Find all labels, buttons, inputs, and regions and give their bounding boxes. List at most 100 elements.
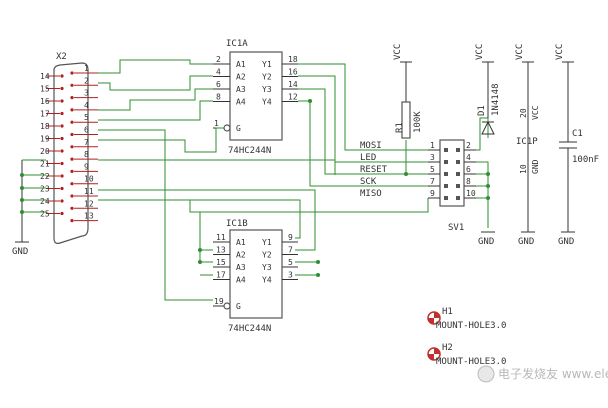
connector-pin-dot	[70, 219, 74, 223]
junction	[486, 184, 490, 188]
ic1b-output-pin-number: 5	[288, 258, 293, 267]
ic1a: IC1A 74HC244N 2A14A26A38A418Y116Y214Y312…	[213, 39, 298, 156]
ic1b-enable-bubble	[223, 302, 231, 310]
junction	[316, 273, 320, 277]
r1-ref: R1	[395, 122, 405, 133]
ic1a-part: 74HC244N	[228, 146, 271, 156]
connector-pin-dot	[70, 108, 74, 112]
d1-ref: D1	[477, 105, 487, 116]
ic1a-output-pin-number: 14	[288, 80, 298, 89]
ic1a-input-pin-number: 2	[216, 55, 221, 64]
d1-vcc-label: VCC	[475, 44, 485, 60]
junction	[20, 186, 24, 190]
wire-led	[298, 75, 428, 163]
junction	[198, 260, 202, 264]
c1-vcc-label: VCC	[555, 44, 565, 60]
connector-left-pin-number: 25	[40, 210, 50, 219]
connector-right-pin-number: 1	[84, 64, 89, 73]
sv1-pin-pad	[456, 184, 460, 188]
connector-left-pin-number: 17	[40, 110, 50, 119]
ic1b-output-pin-name: Y2	[262, 251, 272, 260]
mount-hole-fill	[428, 348, 440, 360]
mount-hole-h2: H2 MOUNT-HOLE3.0	[427, 343, 506, 367]
ic1a-output-pin-name: Y4	[262, 98, 272, 107]
connector-right-pin-number: 8	[84, 150, 89, 159]
ic1b-output-pin-name: Y4	[262, 276, 272, 285]
wire-x2-7	[98, 127, 224, 153]
connector-pin-dot	[70, 169, 74, 173]
ic1b-output-pin-number: 9	[288, 233, 293, 242]
connector-left-pin-number: 14	[40, 72, 50, 81]
d1-value: 1N4148	[491, 83, 501, 116]
connector-left-pin-number: 19	[40, 135, 50, 144]
sv1-pin-pad	[456, 148, 460, 152]
ic1b-ref: IC1B	[226, 219, 248, 229]
wire-miso	[189, 198, 429, 213]
ic1b-output-pin-name: Y1	[262, 238, 272, 247]
watermark: 电子发烧友 www.elecfans.com	[477, 365, 608, 383]
connector-pin-dot	[60, 199, 64, 203]
wires	[20, 59, 490, 301]
sv1-pin-pad	[456, 172, 460, 176]
sv1-left-pin-number: 3	[430, 153, 435, 162]
ic1a-enable-pin-name: G	[236, 124, 241, 133]
net-label-miso: MISO	[360, 189, 382, 199]
connector-pin-dot	[70, 96, 74, 100]
ic1b-input-pin-number: 13	[216, 246, 226, 255]
junction	[20, 173, 24, 177]
ic1a-output-pin-number: 12	[288, 93, 298, 102]
connector-pin-dot	[60, 99, 64, 103]
resistor-r1: VCC R1 100K	[393, 44, 423, 139]
ic1b-input-pin-name: A4	[236, 276, 246, 285]
ic1b-input-pin-number: 11	[216, 233, 226, 242]
ic1p-gnd-label: GND	[518, 237, 534, 247]
connector-right-pin-number: 2	[84, 76, 89, 85]
wire-reset	[298, 88, 428, 175]
connector-right-pin-number: 11	[84, 187, 94, 196]
sv1-right-pin-number: 10	[466, 189, 476, 198]
connector-left-pin-number: 15	[40, 85, 50, 94]
ic1b-output-pin-number: 3	[288, 271, 293, 280]
ic1p-gnd-name: GND	[531, 159, 540, 174]
connector-right-pin-number: 5	[84, 113, 89, 122]
ic1b-input-pin-name: A2	[236, 251, 246, 260]
ic1b-input-pin-number: 15	[216, 258, 226, 267]
watermark-logo-icon	[477, 365, 495, 383]
ic1a-ref: IC1A	[226, 39, 248, 49]
sv1-body	[439, 139, 465, 207]
connector-pin-dot	[60, 161, 64, 166]
ic1p-pin-vcc: 20	[519, 108, 528, 118]
r1-value: 100K	[413, 111, 423, 133]
r1-vcc-label: VCC	[393, 44, 403, 60]
d1-body	[481, 120, 495, 135]
sv1-left-pin-number: 9	[430, 189, 435, 198]
ic1b-input-pin-number: 17	[216, 271, 226, 280]
net-label-sck: SCK	[360, 177, 377, 187]
sv1-pin-pad	[444, 148, 448, 152]
junction	[20, 198, 24, 202]
c1-gnd-label: GND	[558, 237, 574, 247]
ic1a-output-pin-number: 16	[288, 68, 298, 77]
ic1a-enable-bubble	[223, 124, 231, 132]
sv1-right-pin-number: 4	[466, 153, 471, 162]
connector-right-pin-number: 9	[84, 162, 89, 171]
connector-right-pin-number: 10	[84, 175, 94, 184]
junction	[404, 172, 408, 176]
mount-hole-ref: H1	[442, 307, 453, 317]
capacitor-c1: VCC C1 100nF GND	[555, 44, 599, 247]
mount-hole-value: MOUNT-HOLE3.0	[436, 321, 506, 331]
sv1-ref: SV1	[448, 223, 464, 233]
sv1-right-pin-number: 6	[466, 165, 471, 174]
ic1a-input-pin-name: A2	[236, 73, 246, 82]
mount-hole-h1: H1 MOUNT-HOLE3.0	[427, 307, 506, 331]
r1-body	[401, 101, 411, 139]
wire-x2-2	[98, 59, 213, 74]
connector-pin-dot	[60, 211, 64, 216]
connector-right-pin-number: 13	[84, 212, 94, 221]
ic1a-output-pin-name: Y3	[262, 85, 272, 94]
wire-x2-10	[98, 189, 316, 251]
ic1a-input-pin-number: 4	[216, 68, 221, 77]
